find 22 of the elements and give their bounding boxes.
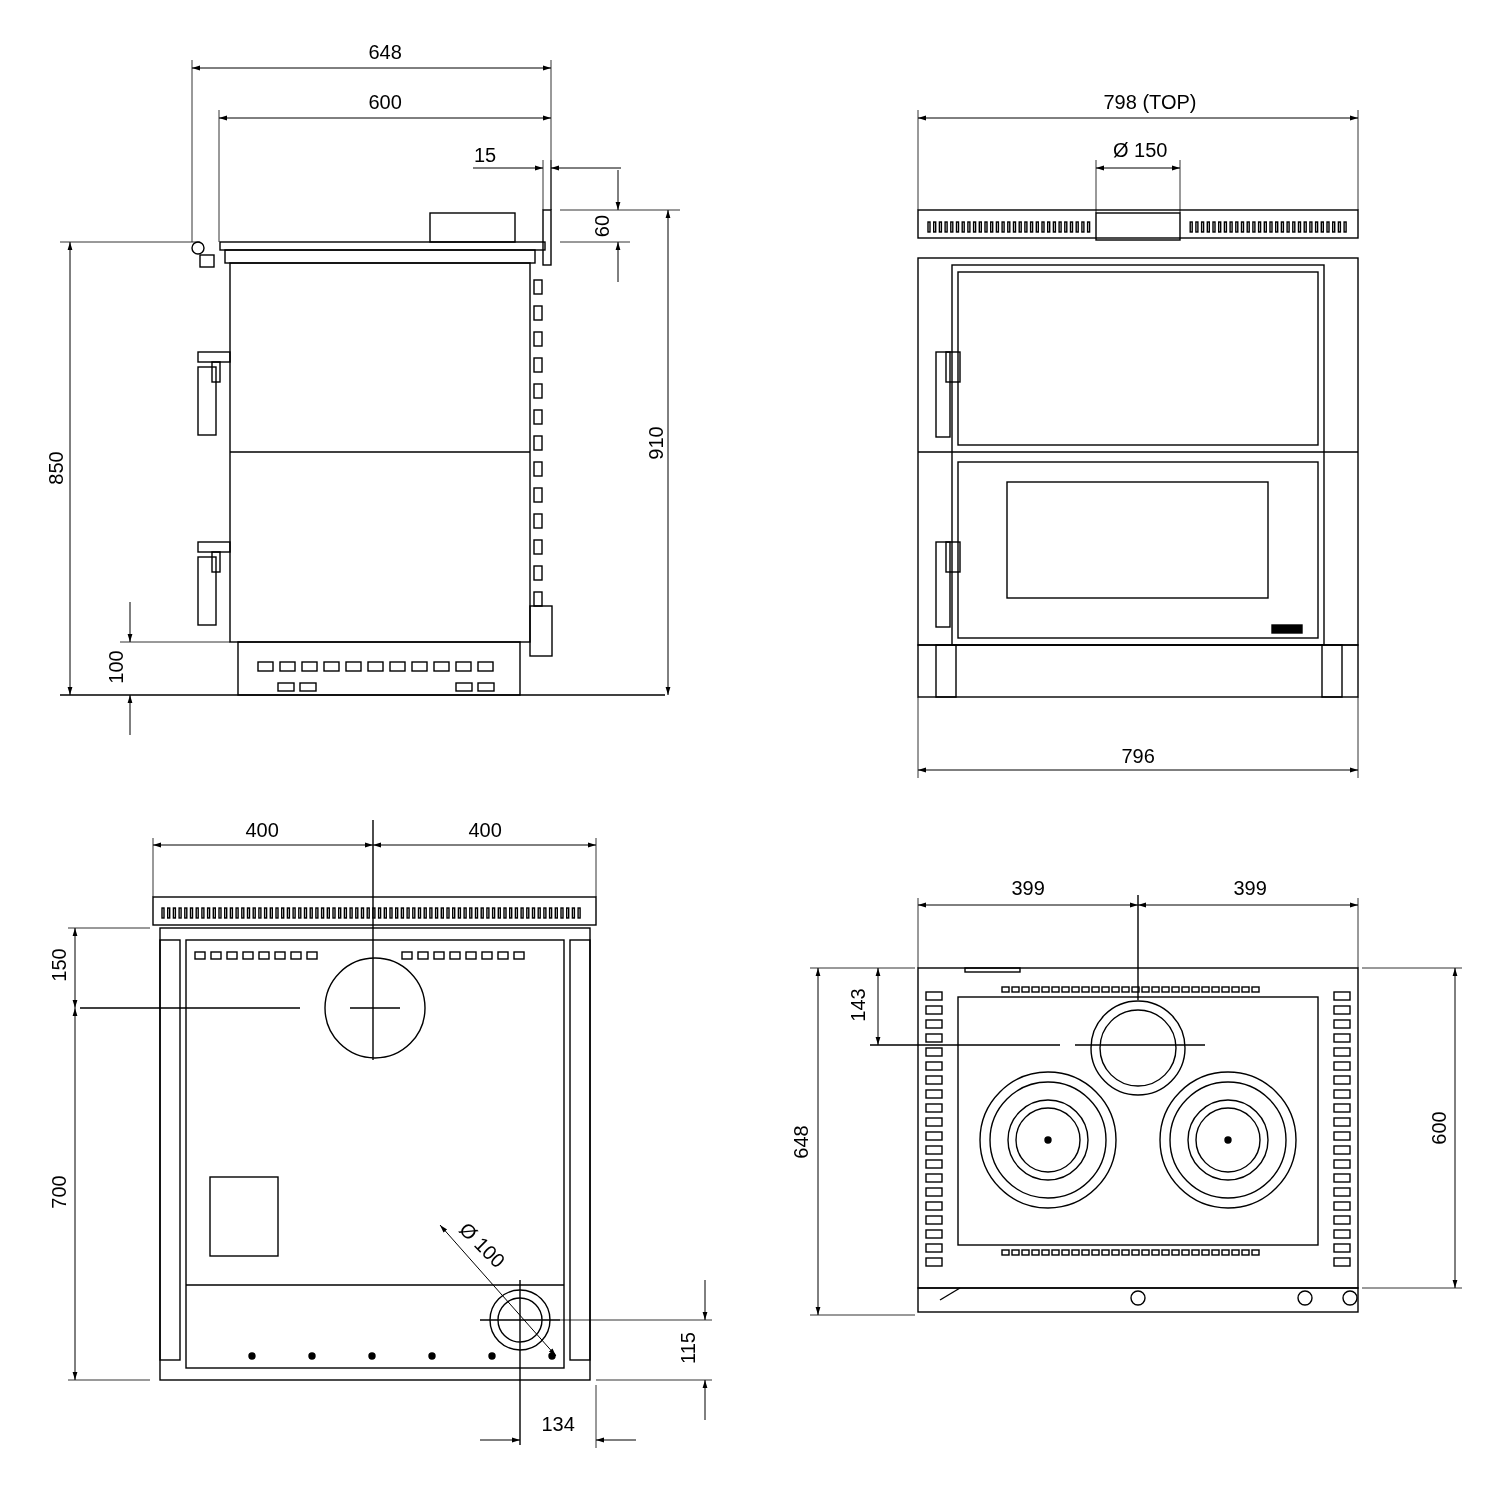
dimension-label: 150 [47,948,70,982]
dimension-label: 850 [44,451,67,485]
dimension-label: 796 [1121,745,1155,767]
dimension-label: 60 [591,214,614,238]
dimension-label: 600 [1427,1111,1450,1145]
dimension-label: 399 [1233,877,1267,899]
dimension-label: 399 [1011,877,1045,899]
dimension-label: 600 [368,91,402,113]
dimension-label: 648 [789,1125,812,1159]
dimension-label: 143 [846,988,869,1022]
dimension-label: 400 [468,819,502,841]
dimension-label: 700 [47,1175,70,1209]
dimension-label: 115 [676,1332,699,1364]
dimension-label: 400 [245,819,279,841]
dimension-label: 15 [474,144,497,166]
dimension-label: 798 (TOP) [1103,91,1197,113]
dimension-label: 100 [104,650,127,684]
dimension-label: 910 [644,426,667,460]
dimension-label: 648 [368,41,402,63]
dimension-label: Ø 150 [1113,139,1168,161]
dimension-label: 134 [541,1413,575,1435]
dimension-label: Ø 100 [455,1217,510,1273]
